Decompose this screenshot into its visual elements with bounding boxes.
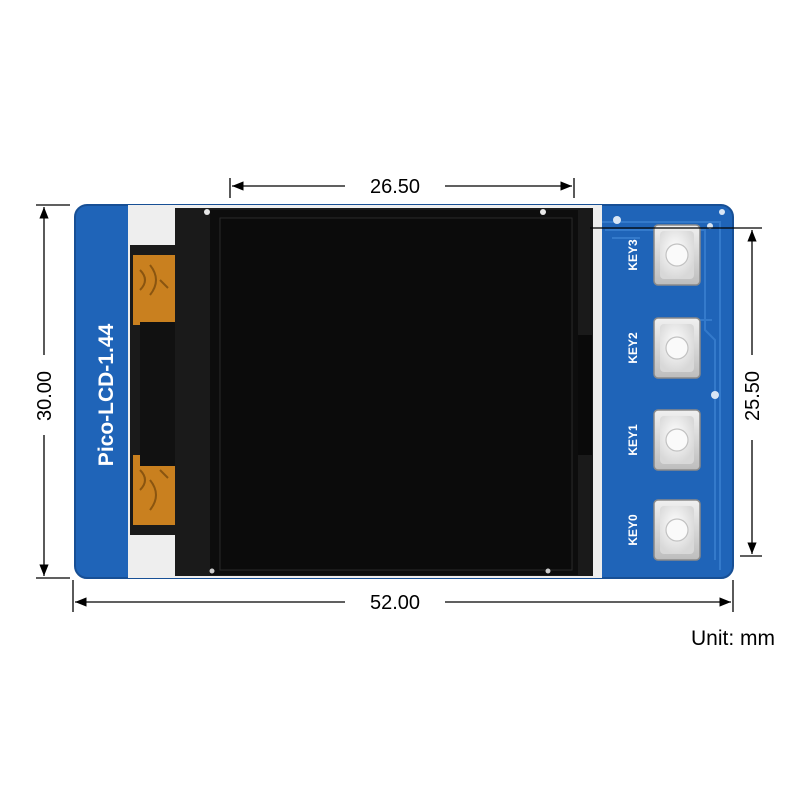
- lcd-screen: [219, 217, 573, 571]
- board-label: Pico-LCD-1.44: [95, 324, 118, 467]
- dimension-lines: [36, 178, 762, 612]
- key-button-1[interactable]: KEY1: [626, 409, 701, 471]
- key-button-3[interactable]: KEY3: [626, 224, 701, 286]
- key-label-0: KEY0: [626, 514, 640, 546]
- dimension-right: 25.50: [742, 371, 764, 421]
- dimension-top: 26.50: [370, 176, 420, 198]
- dimension-left: 30.00: [34, 371, 56, 421]
- key-label-3: KEY3: [626, 239, 640, 271]
- key-label-1: KEY1: [626, 424, 640, 456]
- dimension-bottom: 52.00: [370, 592, 420, 614]
- unit-label: Unit: mm: [691, 627, 775, 650]
- key-label-2: KEY2: [626, 332, 640, 364]
- key-button-2[interactable]: KEY2: [626, 317, 701, 379]
- key-button-0[interactable]: KEY0: [626, 499, 701, 561]
